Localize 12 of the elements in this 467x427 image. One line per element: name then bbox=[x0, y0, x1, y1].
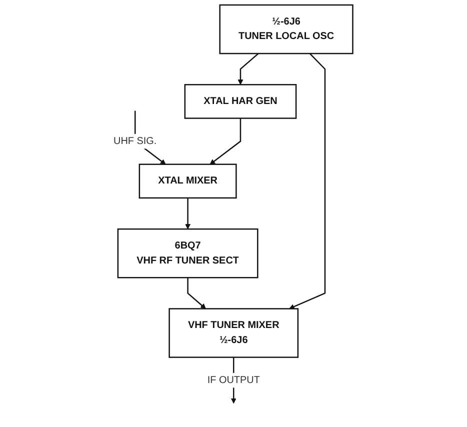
edge-label: IF OUTPUT bbox=[208, 374, 260, 386]
node-box: XTAL MIXER bbox=[139, 164, 238, 199]
edge-label: UHF SIG. bbox=[114, 136, 158, 146]
node-box: VHF TUNER MIXER ½-6J6 bbox=[169, 308, 299, 358]
arrow bbox=[238, 53, 260, 85]
node-box: XTAL HAR GEN bbox=[184, 84, 298, 119]
node-box: ½-6J6 TUNER LOCAL OSC bbox=[220, 4, 354, 54]
arrow bbox=[185, 198, 191, 230]
node-box: 6BQ7 VHF RF TUNER SECT bbox=[118, 228, 259, 278]
arrow bbox=[188, 278, 206, 309]
arrow bbox=[289, 53, 326, 310]
arrow bbox=[210, 118, 242, 165]
